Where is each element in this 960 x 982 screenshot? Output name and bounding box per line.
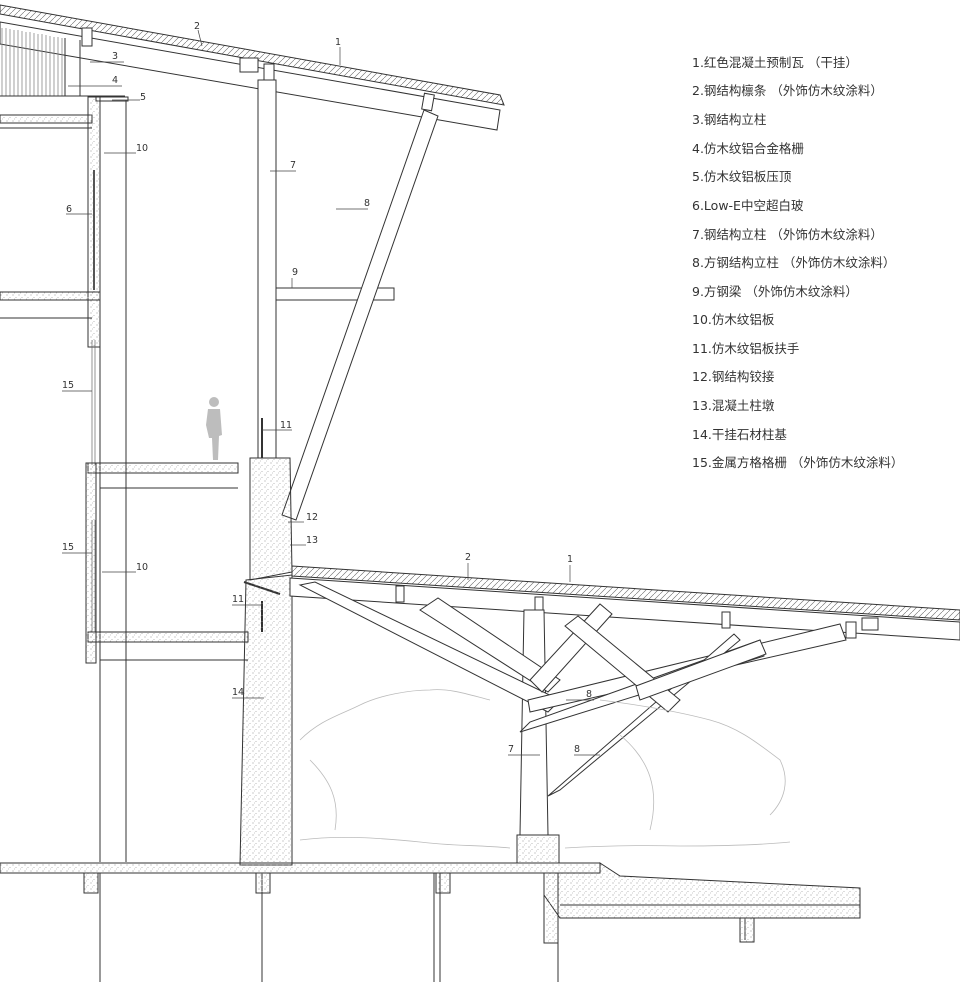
upper-purlin-box-1 — [81, 27, 93, 47]
callout-15a: 15 — [62, 380, 74, 391]
callout-7b: 7 — [508, 744, 514, 755]
person-silhouette — [206, 397, 222, 460]
callout-3: 3 — [112, 51, 118, 62]
callout-8b: 8 — [586, 689, 592, 700]
lower-purlin-box-4 — [845, 621, 857, 639]
upper-roof — [0, 4, 505, 131]
legend-item: 1.红色混凝土预制瓦 （干挂） — [692, 55, 858, 70]
upper-slab — [0, 114, 93, 124]
diagonal-strut-8 — [281, 109, 439, 521]
lower-slab — [87, 631, 249, 643]
legend-item: 8.方钢结构立柱 （外饰仿木纹涂料） — [692, 255, 896, 270]
callout-11b: 11 — [232, 594, 244, 605]
legend-item: 15.金属方格格栅 （外饰仿木纹涂料） — [692, 455, 904, 470]
callout-labels: 1 2 3 4 5 10 6 7 8 9 15 11 12 13 15 10 1… — [62, 21, 592, 755]
legend-item: 7.钢结构立柱 （外饰仿木纹涂料） — [692, 227, 883, 242]
building-facade — [0, 28, 249, 862]
concrete-pier — [249, 457, 293, 581]
lower-roof-purlin — [289, 577, 960, 641]
legend-item: 14.干挂石材柱基 — [692, 427, 787, 442]
legend-item: 2.钢结构檩条 （外饰仿木纹涂料） — [692, 83, 883, 98]
upper-purlin-box-3 — [263, 63, 275, 83]
legend-item: 10.仿木纹铝板 — [692, 312, 775, 327]
upper-purlin-box-2 — [239, 57, 259, 73]
upper-purlin-box-4 — [421, 92, 435, 112]
callout-12: 12 — [306, 512, 318, 523]
legend-item: 12.钢结构铰接 — [692, 369, 775, 384]
legend-item: 11.仿木纹铝板扶手 — [692, 341, 800, 356]
callout-6: 6 — [66, 204, 72, 215]
callout-8c: 8 — [574, 744, 580, 755]
callout-15b: 15 — [62, 542, 74, 553]
callout-8a: 8 — [364, 198, 370, 209]
callout-1a: 1 — [335, 37, 341, 48]
legend-item: 4.仿木纹铝合金格栅 — [692, 141, 804, 156]
legend-item: 13.混凝土柱墩 — [692, 398, 775, 413]
upper-roof-purlin — [0, 21, 501, 131]
lower-purlin-box-1 — [395, 585, 405, 603]
steel-column-7 — [257, 79, 277, 459]
lower-roof — [289, 565, 960, 864]
callout-9: 9 — [292, 267, 298, 278]
facade-cladding-lower — [85, 462, 97, 664]
callout-14: 14 — [232, 687, 244, 698]
timber-grille — [1, 28, 63, 96]
lower-roof-tiles — [291, 565, 960, 621]
callout-7a: 7 — [290, 160, 296, 171]
tree-column-base — [516, 834, 560, 864]
callout-2b: 2 — [465, 552, 471, 563]
truss-cross-4 — [635, 639, 767, 701]
coping-plate — [95, 96, 129, 102]
mid-slab — [0, 291, 101, 301]
truss-cross-1 — [419, 597, 561, 693]
leader-lines — [62, 29, 600, 756]
legend-item: 3.钢结构立柱 — [692, 112, 767, 127]
legend-item: 5.仿木纹铝板压顶 — [692, 169, 792, 184]
callout-4: 4 — [112, 75, 118, 86]
legend-item: 6.Low-E中空超白玻 — [692, 198, 804, 213]
callout-11a: 11 — [280, 420, 292, 431]
callout-10b: 10 — [136, 562, 148, 573]
callout-2a: 2 — [194, 21, 200, 32]
callout-5: 5 — [140, 92, 146, 103]
legend-item: 9.方钢梁 （外饰仿木纹涂料） — [692, 284, 858, 299]
callout-13: 13 — [306, 535, 318, 546]
upper-roof-tiles — [0, 4, 505, 106]
vegetation — [299, 689, 791, 849]
callout-10a: 10 — [136, 143, 148, 154]
lower-purlin-box-3 — [721, 611, 731, 629]
callout-1b: 1 — [567, 554, 573, 565]
balcony-slab — [87, 462, 239, 474]
ground-slab — [0, 862, 861, 982]
stone-column-base — [239, 574, 293, 866]
main-structure — [206, 79, 439, 866]
lower-purlin-box-5 — [861, 617, 879, 631]
